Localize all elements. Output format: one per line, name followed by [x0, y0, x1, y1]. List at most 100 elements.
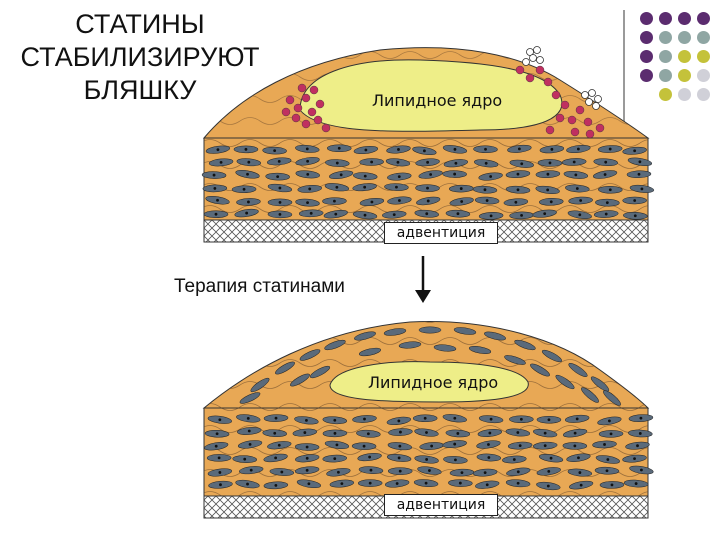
cell-nucleus — [633, 149, 636, 152]
cell-nucleus — [577, 148, 580, 151]
cell-nucleus — [638, 160, 641, 163]
cell-nucleus — [634, 214, 637, 217]
cell-nucleus — [303, 431, 306, 434]
cell-nucleus — [550, 148, 553, 151]
cell-nucleus — [487, 456, 490, 459]
cell-nucleus — [574, 173, 577, 176]
cell-nucleus — [399, 470, 402, 473]
cell-nucleus — [573, 444, 576, 447]
cell-nucleus — [337, 471, 340, 474]
cell-nucleus — [550, 200, 553, 203]
cell-nucleus — [334, 213, 337, 216]
cell-nucleus — [459, 482, 462, 485]
cell-nucleus — [425, 212, 428, 215]
cell-nucleus — [517, 482, 520, 485]
cell-nucleus — [547, 173, 550, 176]
cell-nucleus — [398, 457, 401, 460]
cell-nucleus — [275, 417, 278, 420]
cell-nucleus — [490, 418, 493, 421]
cell-nucleus — [340, 173, 343, 176]
cell-nucleus — [576, 417, 579, 420]
cell-nucleus — [514, 201, 517, 204]
cell-nucleus — [398, 199, 401, 202]
cell-nucleus — [280, 471, 283, 474]
cell-nucleus — [489, 175, 492, 178]
cell-nucleus — [248, 430, 251, 433]
cell-nucleus — [546, 189, 549, 192]
cell-nucleus — [273, 149, 276, 152]
cell-nucleus — [397, 161, 400, 164]
cell-nucleus — [363, 445, 366, 448]
cell-nucleus — [340, 482, 343, 485]
cell-nucleus — [308, 188, 311, 191]
cell-nucleus — [640, 417, 643, 420]
cell-nucleus — [609, 188, 612, 191]
cell-nucleus — [580, 484, 583, 487]
cell-nucleus — [484, 471, 487, 474]
cell-nucleus — [334, 432, 337, 435]
cell-nucleus — [336, 443, 339, 446]
cell-nucleus — [517, 470, 520, 473]
cell-nucleus — [397, 148, 400, 151]
cell-nucleus — [610, 432, 613, 435]
cell-nucleus — [453, 443, 456, 446]
cell-nucleus — [457, 212, 460, 215]
cell-nucleus — [603, 443, 606, 446]
cell-nucleus — [333, 200, 336, 203]
cell-nucleus — [606, 201, 609, 204]
cell-nucleus — [486, 483, 489, 486]
cell-nucleus — [519, 444, 522, 447]
cell-nucleus — [247, 161, 250, 164]
cell-nucleus — [453, 417, 456, 420]
cell-nucleus — [364, 175, 367, 178]
cell-nucleus — [517, 173, 520, 176]
cell-nucleus — [250, 469, 253, 472]
cell-nucleus — [633, 199, 636, 202]
cell-nucleus — [249, 443, 252, 446]
cell-nucleus — [333, 419, 336, 422]
cell-nucleus — [611, 483, 614, 486]
cell-nucleus — [363, 186, 366, 189]
cell-nucleus — [544, 444, 547, 447]
cell-nucleus — [484, 148, 487, 151]
cell-nucleus — [579, 199, 582, 202]
cell-nucleus — [485, 162, 488, 165]
cell-nucleus — [306, 160, 309, 163]
therapy-arrow — [415, 256, 431, 303]
cell-nucleus — [577, 456, 580, 459]
cell-nucleus — [488, 432, 491, 435]
cell-nucleus — [516, 431, 519, 434]
cell-nucleus — [604, 161, 607, 164]
cell-nucleus — [276, 175, 279, 178]
top-plaque — [202, 47, 654, 243]
cell-nucleus — [460, 187, 463, 190]
cell-nucleus — [306, 457, 309, 460]
cell-nucleus — [218, 418, 221, 421]
cell-nucleus — [370, 161, 373, 164]
cell-nucleus — [247, 201, 250, 204]
cell-nucleus — [369, 482, 372, 485]
cell-nucleus — [333, 457, 336, 460]
cell-nucleus — [633, 457, 636, 460]
cell-nucleus — [426, 161, 429, 164]
cell-nucleus — [273, 432, 276, 435]
cell-nucleus — [368, 456, 371, 459]
cell-nucleus — [426, 187, 429, 190]
cell-nucleus — [425, 431, 428, 434]
cell-nucleus — [573, 161, 576, 164]
cell-nucleus — [307, 482, 310, 485]
cell-nucleus — [396, 482, 399, 485]
cell-nucleus — [547, 485, 550, 488]
cell-nucleus — [363, 418, 366, 421]
cell-nucleus — [550, 457, 553, 460]
cell-nucleus — [486, 199, 489, 202]
cell-nucleus — [306, 147, 309, 150]
bottom-plaque — [204, 322, 654, 518]
cell-nucleus — [484, 188, 487, 191]
cell-nucleus — [216, 432, 219, 435]
top-lipid-core-label: Липидное ядро — [372, 91, 502, 110]
cell-nucleus — [518, 147, 521, 150]
cell-nucleus — [520, 418, 523, 421]
cap-smooth-muscle-cell — [419, 327, 441, 333]
